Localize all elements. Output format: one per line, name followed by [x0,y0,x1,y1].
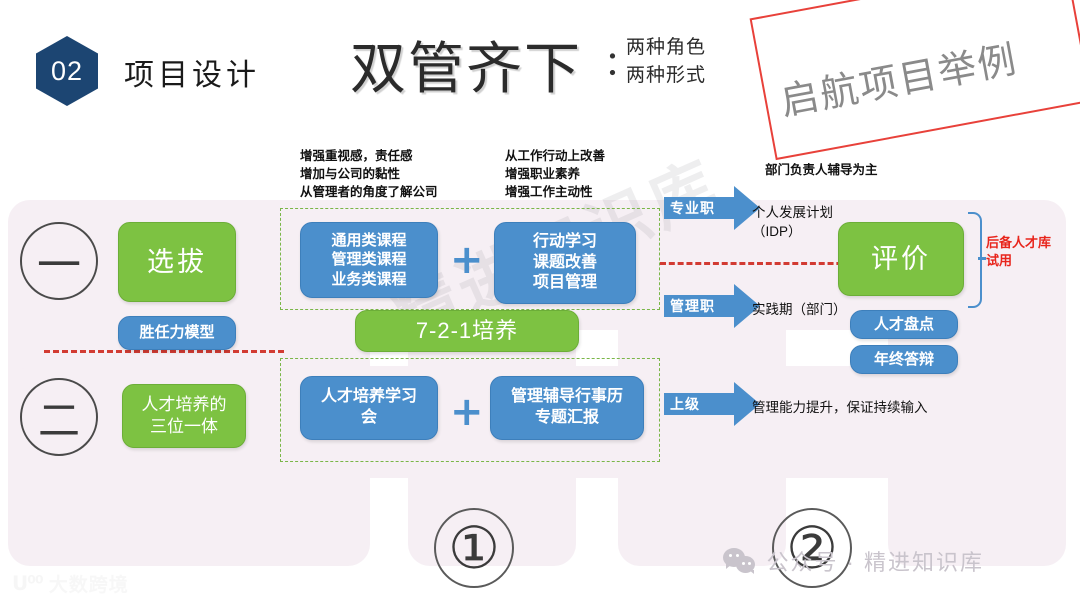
arrow-shaft [664,197,734,219]
arrow-management-track: 管理职 [664,284,760,328]
red-dashed-divider-left [44,350,284,353]
bottom-left-logo: ᑌ⁰⁰ 大数跨境 [12,570,129,597]
arrow-label-supervisor: 上级 [670,396,700,412]
footer-circle-1: ① [434,508,514,588]
title-subtitle: 两种角色两种形式 [626,34,706,89]
row-marker-1: 一 [20,222,98,300]
title-colon: ： [604,46,638,83]
footer-circle-2: ② [772,508,852,588]
target-practice-period: 实践期（部门） [752,302,847,317]
logo-text: 大数跨境 [48,575,129,596]
red-dashed-divider-right [660,262,860,265]
arrow-shaft [664,295,734,317]
row-marker-2: 二 [20,378,98,456]
bottom-right-watermark: 公众号 · 精进知识库 [723,545,984,577]
page-title: 双管齐下 [350,39,582,101]
arrow-shaft [664,393,734,415]
arrow-label-professional: 专业职 [670,200,715,216]
reserve-talent-pool-note: 后备人才库 试用 [986,235,1052,268]
arrow-label-management: 管理职 [670,298,715,314]
subtitle-line-1: 两种角色 [626,37,707,58]
evaluation-box[interactable]: 评价 [838,222,964,296]
talent-review-box[interactable]: 人才盘点 [850,310,958,339]
target-management-uplift: 管理能力提升，保证持续输入 [752,400,928,415]
note-department-lead: 部门负责人辅导为主 [765,163,878,177]
target-idp: 个人发展计划 （IDP） [752,205,833,240]
section-number-badge: 02 [36,36,98,106]
subtitle-line-2: 两种形式 [626,64,707,86]
banner-721-training[interactable]: 7-2-1培养 [355,310,579,352]
action-learning-box[interactable]: 行动学习 课题改善 项目管理 [494,222,636,304]
dashed-group-row-1 [280,208,660,310]
note-benefits-left: 增强重视感，责任感 增加与公司的黏性 从管理者的角度了解公司 [300,149,438,199]
talent-study-group-box[interactable]: 人才培养学习 会 [300,376,438,440]
competency-model-box[interactable]: 胜任力模型 [118,316,236,350]
year-end-defense-box[interactable]: 年终答辩 [850,345,958,374]
watermark-text: 公众号 · 精进知识库 [766,550,984,575]
section-number-text: 02 [50,55,84,86]
arrow-head-icon [734,382,760,426]
arrow-head-icon [734,284,760,328]
stage-box-selection[interactable]: 选拔 [118,222,236,302]
section-title: 项目设计 [124,59,260,92]
course-categories-box[interactable]: 通用类课程 管理类课程 业务类课程 [300,222,438,298]
right-bracket-icon [968,212,986,308]
arrow-professional-track: 专业职 [664,186,760,230]
wechat-icon [723,548,757,574]
arrow-head-icon [734,186,760,230]
management-calendar-box[interactable]: 管理辅导行事历 专题汇报 [490,376,644,440]
note-benefits-middle: 从工作行动上改善 增强职业素养 增强工作主动性 [505,149,606,199]
logo-mark-icon: ᑌ⁰⁰ [12,573,44,595]
dashed-group-row-2 [280,358,660,462]
plus-icon-row-2: + [450,389,484,435]
plus-icon-row-1: + [450,237,484,283]
arrow-supervisor-track: 上级 [664,382,760,426]
stage-box-trinity[interactable]: 人才培养的 三位一体 [122,384,246,448]
